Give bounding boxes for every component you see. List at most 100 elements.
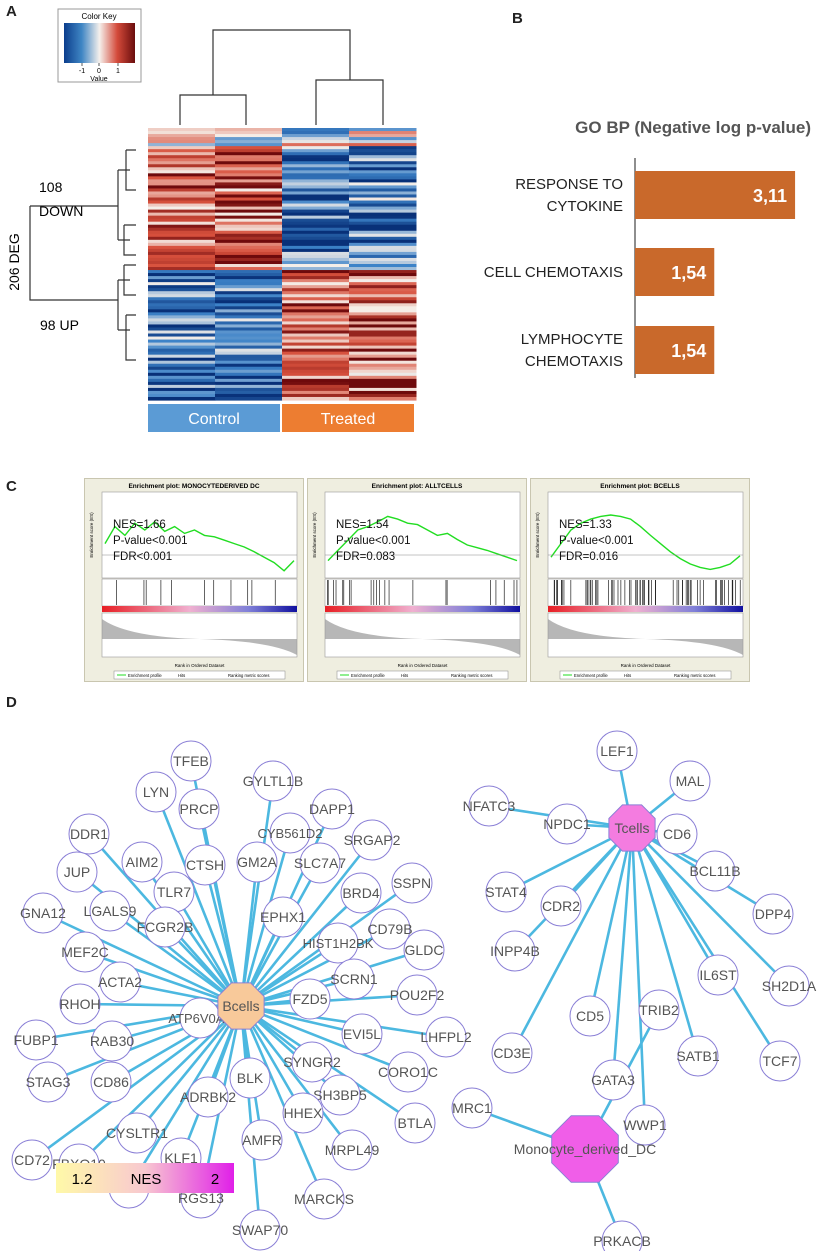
group-bar-control (148, 404, 280, 432)
heatmap-cell (349, 360, 417, 365)
heatmap-cell (282, 324, 350, 329)
gene-node-circle (759, 1040, 801, 1082)
down-count: 108 (39, 179, 63, 195)
heatmap-cell (282, 327, 350, 332)
heatmap-cell (282, 288, 350, 292)
heatmap-cell (349, 239, 417, 244)
heatmap-cell (349, 143, 417, 147)
heatmap-cell (215, 137, 283, 141)
heatmap-cell (215, 312, 283, 316)
heatmap-cell (282, 306, 350, 310)
heatmap-cell (148, 179, 216, 183)
gene-node-circle (333, 958, 375, 1000)
gene-node: MRC1 (451, 1087, 493, 1129)
heatmap-cell (148, 236, 216, 241)
heatmap-cell (148, 221, 216, 226)
gene-node: MEF2C (61, 931, 109, 973)
heatmap-cell (215, 191, 283, 196)
heatmap-cell (215, 152, 283, 156)
network-edge (154, 791, 243, 1007)
heatmap-cell (282, 185, 350, 190)
heatmap-cell (349, 245, 417, 250)
heatmap-cell (282, 318, 350, 323)
gene-node: BLK (229, 1057, 271, 1099)
gene-node: IL6ST (697, 954, 739, 996)
heatmap-cell (148, 188, 216, 193)
heatmap-cell (282, 248, 350, 253)
gene-node-circle (91, 1020, 133, 1062)
gene-node-circle (694, 850, 736, 892)
gene-node-circle (299, 842, 341, 884)
network-edge (135, 1005, 243, 1134)
heatmap-cell (215, 200, 283, 205)
heatmap-cell (148, 218, 216, 223)
gene-node-circle (596, 730, 638, 772)
gene-node-label: EPHX1 (260, 909, 306, 925)
gsea-stat: FDR=0.016 (559, 551, 618, 563)
heatmap-cell (349, 131, 417, 135)
gene-node-label: NFATC3 (463, 798, 516, 814)
nes-legend-max: 2 (211, 1171, 219, 1188)
heatmap-cell (282, 254, 350, 259)
heatmap-cell (148, 149, 216, 153)
heatmap-cell (282, 381, 350, 386)
hub-node: Bcells (217, 982, 265, 1030)
gene-node-circle (239, 1209, 281, 1251)
heatmap-cell (282, 390, 350, 395)
gene-node-label: CD72 (14, 1152, 50, 1168)
gene-node-circle (27, 1061, 69, 1103)
gene-node-circle (319, 1074, 361, 1116)
heatmap-cell (148, 378, 216, 383)
heatmap-cell (215, 176, 283, 180)
gene-node-label: BTLA (397, 1115, 433, 1131)
heatmap-cell (148, 131, 216, 135)
color-key-tick: 1 (116, 68, 120, 75)
gene-node-label: SWAP70 (232, 1222, 288, 1238)
gene-node: EPHX1 (260, 896, 306, 938)
heatmap-cell (282, 354, 350, 359)
gene-node: MRPL49 (325, 1129, 379, 1171)
gene-node: CTSH (184, 844, 226, 886)
heatmap-cell (349, 333, 417, 338)
network-edge (239, 839, 374, 1007)
heatmap-cell (349, 387, 417, 392)
heatmap-cell (148, 315, 216, 319)
bar-value-label: 3,11 (753, 186, 787, 206)
heatmap-cell (349, 345, 417, 350)
gene-node: FUBP1 (13, 1019, 59, 1061)
heatmap-cell (349, 372, 417, 377)
heatmap-cell (349, 134, 417, 138)
gene-node-circle (403, 929, 445, 971)
gene-node-label: LHFPL2 (420, 1029, 472, 1045)
gene-node: GLDC (403, 929, 445, 971)
gene-node-label: DPP4 (755, 906, 792, 922)
bar (635, 248, 715, 296)
gene-node-circle (144, 906, 186, 948)
gene-node-circle (64, 931, 106, 973)
gene-node: CORO1C (378, 1051, 438, 1093)
heatmap-cell (215, 381, 283, 386)
panel-label-d: D (6, 694, 17, 711)
gsea-stat: P-value<0.001 (113, 535, 188, 547)
gene-node-label: LGALS9 (84, 903, 137, 919)
heatmap-cell (148, 197, 216, 202)
gene-node-label: MEF2C (61, 944, 108, 960)
gsea-stat: P-value<0.001 (336, 535, 411, 547)
gene-node: SH3BP5 (313, 1074, 367, 1116)
gene-node: LGALS9 (84, 890, 137, 932)
gene-node-circle (425, 1016, 467, 1058)
gene-node: CD6 (656, 813, 698, 855)
heatmap-cell (349, 194, 417, 199)
heatmap-cell (148, 396, 216, 401)
heatmap-cell (148, 309, 216, 313)
gene-node-label: ACTA2 (98, 974, 142, 990)
gene-node-circle (241, 1119, 283, 1161)
heatmap-cell (215, 324, 283, 329)
heatmap-cell (215, 273, 283, 277)
heatmap-cell (148, 366, 216, 371)
gene-node: BCL11B (689, 850, 741, 892)
network-edge (239, 861, 259, 1007)
up-label: 98 UP (40, 317, 79, 333)
heatmap-cell (148, 173, 216, 177)
